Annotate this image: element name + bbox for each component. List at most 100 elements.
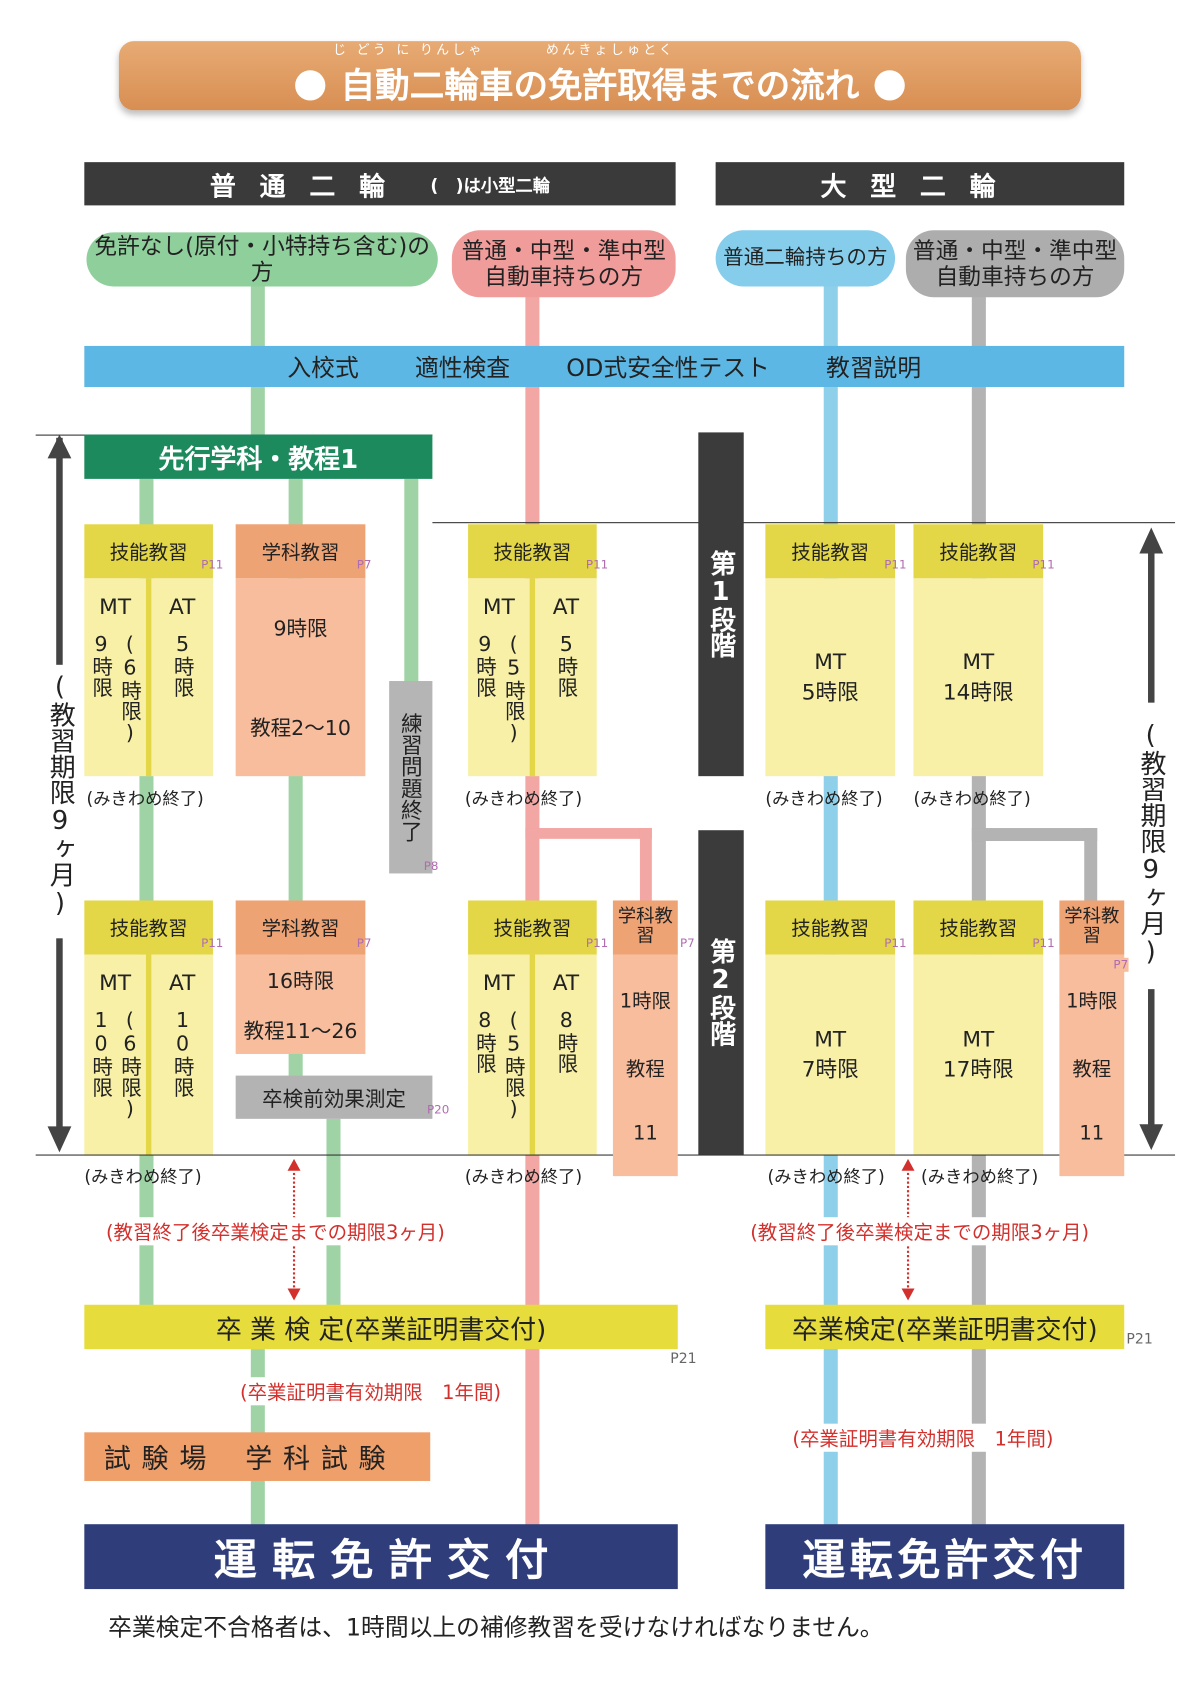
bullet-icon — [874, 70, 905, 101]
box-header: 技能教習 — [468, 900, 597, 955]
title-text: 自動二輪車の免許取得までの流れ — [340, 64, 860, 106]
course: 教程 — [625, 1058, 665, 1081]
band-item: 教習説明 — [826, 355, 922, 383]
mt-hours: 9時限 — [89, 632, 113, 698]
page-ref: P11 — [201, 936, 224, 951]
page-ref: P11 — [1032, 936, 1055, 951]
mikiwame-label: (みきわめ終了) — [765, 788, 883, 809]
hours: 17時限 — [942, 1056, 1014, 1083]
course: 教程 — [1072, 1058, 1112, 1081]
advance-academic-bar: 先行学科・教程1 — [84, 434, 433, 479]
mt-hours: 10時限 — [89, 1008, 113, 1098]
bullet-icon — [295, 70, 326, 101]
stage2-label: 第2段階 — [698, 830, 744, 1155]
stage1-academic-box: 学科教習 9時限教程2〜10 — [235, 524, 366, 777]
period-arrow-down — [56, 938, 63, 1133]
mt-hours-small: (5時限) — [501, 632, 526, 745]
deadline-note-left: (教習終了後卒業検定までの期限3ヶ月) — [105, 1217, 445, 1246]
arrow-up-icon — [901, 1158, 915, 1171]
arrow-down-icon — [47, 1126, 72, 1153]
page-ref: P21 — [670, 1351, 697, 1368]
pre-test-box: 卒検前効果測定 — [235, 1075, 433, 1119]
header-note: ( )は小型二輪 — [430, 175, 551, 196]
page-ref: P11 — [884, 936, 907, 951]
practice-done-box: 練習問題終了 — [389, 681, 433, 874]
branch-line — [971, 828, 1098, 842]
at-label: AT — [552, 969, 580, 996]
mikiwame-label: (みきわめ終了) — [86, 788, 204, 809]
period-label-left: (教習期限9ヶ月) — [44, 671, 76, 918]
mt-label: MT — [814, 1025, 847, 1052]
box-header: 技能教習 — [84, 524, 213, 579]
intro-band: 入校式 適性検査 OD式安全性テスト 教習説明 — [84, 345, 1125, 387]
page-ref: P11 — [585, 936, 609, 951]
flow-line — [326, 1118, 341, 1306]
mt-hours: 9時限 — [472, 632, 497, 698]
box-header: 学科教習 — [235, 900, 366, 955]
title-ruby: じ どう に りんしゃ — [332, 42, 485, 58]
header-standard-moto: 普通二輪 ( )は小型二輪 — [84, 162, 676, 206]
box-header: 技能教習 — [765, 524, 896, 579]
at-label: AT — [552, 593, 580, 620]
hours: 7時限 — [801, 1056, 859, 1083]
license-issue-left: 運 転 免 許 交 付 — [84, 1524, 678, 1590]
stage1-label: 第1段階 — [698, 432, 744, 777]
page-ref: P11 — [1032, 557, 1055, 572]
mt-label: MT — [99, 593, 132, 620]
mikiwame-label: (みきわめ終了) — [921, 1166, 1039, 1187]
mt-label: MT — [482, 969, 515, 996]
mikiwame-label: (みきわめ終了) — [767, 1166, 885, 1187]
mt-hours: 8時限 — [472, 1008, 497, 1074]
page-ref: P7 — [1113, 957, 1129, 972]
mt-label: MT — [99, 969, 132, 996]
page-ref: P11 — [201, 557, 224, 572]
box-header: 技能教習 — [913, 524, 1044, 579]
header-large-moto: 大型二輪 — [715, 162, 1125, 206]
graduation-test-left: 卒 業 検 定(卒業証明書交付) — [84, 1304, 678, 1350]
box-header: 技能教習 — [468, 524, 597, 579]
mt-hours-small: (6時限) — [118, 632, 142, 745]
page-ref: P11 — [585, 557, 609, 572]
at-hours: 5時限 — [554, 632, 579, 698]
box-header: 学科教習 — [612, 900, 678, 955]
page-ref: P7 — [356, 557, 372, 572]
arrow-down-icon — [287, 1288, 301, 1301]
course: 教程11〜26 — [243, 1018, 358, 1043]
at-hours: 8時限 — [554, 1008, 579, 1074]
header-text: 普通二輪 — [209, 171, 409, 202]
mikiwame-label: (みきわめ終了) — [84, 1166, 202, 1187]
pill-no-license: 免許なし(原付・小特持ち含む)の方 — [86, 232, 438, 287]
page-ref: P8 — [423, 859, 439, 874]
hours: 1時限 — [1066, 989, 1118, 1013]
at-label: AT — [168, 969, 196, 996]
pill-car-license-right: 普通・中型・準中型 自動車持ちの方 — [905, 230, 1125, 298]
page-ref: P20 — [426, 1102, 450, 1117]
graduation-test-right: 卒業検定(卒業証明書交付) — [765, 1304, 1125, 1350]
at-label: AT — [168, 593, 196, 620]
period-label-right: (教習期限9ヶ月) — [1135, 719, 1166, 967]
deadline-note-right: (教習終了後卒業検定までの期限3ヶ月) — [750, 1217, 1090, 1246]
arrow-down-icon — [901, 1288, 915, 1301]
validity-note-left: (卒業証明書有効期限 1年間) — [239, 1377, 502, 1406]
box-header: 学科教習 — [1059, 900, 1125, 955]
title-ruby: めんきょしゅとく — [545, 42, 676, 58]
hours: 1時限 — [619, 989, 671, 1013]
footer-note: 卒業検定不合格者は、1時間以上の補修教習を受けなければなりません。 — [108, 1615, 884, 1643]
mikiwame-label: (みきわめ終了) — [464, 788, 583, 809]
period-arrow-up — [1148, 540, 1155, 703]
license-issue-right: 運転免許交付 — [765, 1524, 1125, 1590]
page-ref: P7 — [356, 936, 372, 951]
mt-hours-small: (6時限) — [118, 1008, 142, 1121]
hours: 16時限 — [266, 969, 335, 993]
arrow-down-icon — [1139, 1124, 1164, 1151]
at-hours: 5時限 — [170, 632, 195, 698]
box-header: 技能教習 — [913, 900, 1044, 955]
hours: 9時限 — [273, 617, 328, 642]
branch-line — [1084, 828, 1098, 904]
page-ref: P7 — [679, 936, 695, 951]
pill-moto-license: 普通二輪持ちの方 — [715, 230, 896, 287]
